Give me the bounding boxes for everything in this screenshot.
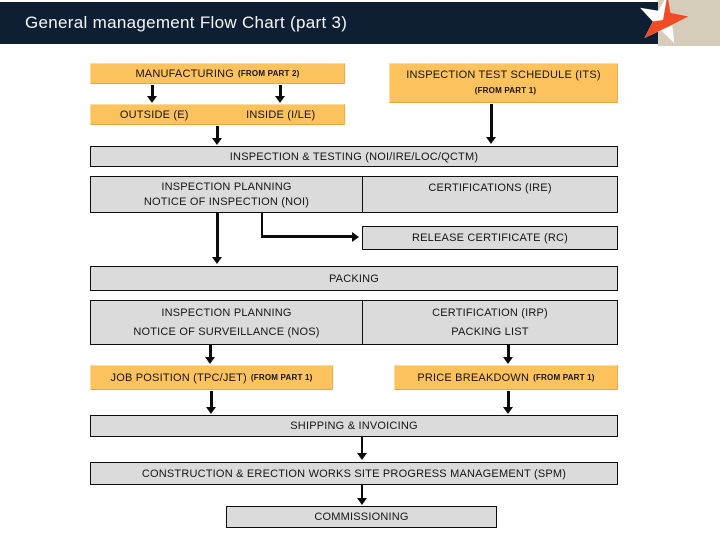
node-line1: CERTIFICATION (IRP) [432,307,548,320]
node-outside-inside: OUTSIDE (E) INSIDE (I/LE) [90,104,345,125]
node-inspection-test-schedule: INSPECTION TEST SCHEDULE (ITS) (FROM PAR… [389,63,618,103]
node-price-breakdown: PRICE BREAKDOWN (FROM PART 1) [394,365,618,390]
node-inspection-planning-nos: INSPECTION PLANNING NOTICE OF SURVEILLAN… [90,300,363,345]
node-label: CONSTRUCTION & ERECTION WORKS SITE PROGR… [141,467,567,480]
star-logo-icon [640,0,689,44]
node-note: (FROM PART 1) [533,372,595,382]
node-inside-label: INSIDE (I/LE) [246,108,316,121]
arrow-its-to-inspection-testing [489,104,493,138]
arrow-planning-nos-to-job-position [208,345,212,358]
arrow-outin-to-inspection-testing [215,126,219,139]
node-certifications-ire: CERTIFICATIONS (IRE) [362,176,618,213]
node-job-position: JOB POSITION (TPC/JET) (FROM PART 1) [90,365,333,390]
node-label: INSPECTION & TESTING (NOI/IRE/LOC/QCTM) [229,150,479,163]
node-label: PACKING [328,272,380,285]
node-release-certificate: RELEASE CERTIFICATE (RC) [362,226,618,250]
arrow-job-position-to-shipping [209,391,213,408]
node-line2: PACKING LIST [451,325,529,338]
node-manufacturing: MANUFACTURING (FROM PART 2) [90,63,345,84]
connector-planning-noi-elbow [261,213,263,238]
node-line2: NOTICE OF INSPECTION (NOI) [143,196,310,209]
node-note: (FROM PART 1) [250,372,313,382]
arrow-shipping-to-construction [361,437,363,454]
arrow-manufacturing-to-outside [150,85,154,97]
node-shipping-invoicing: SHIPPING & INVOICING [90,415,618,437]
node-inspection-planning-noi: INSPECTION PLANNING NOTICE OF INSPECTION… [90,176,363,213]
node-label: CERTIFICATIONS (IRE) [428,182,552,194]
node-inspection-testing: INSPECTION & TESTING (NOI/IRE/LOC/QCTM) [90,146,618,167]
node-label: PRICE BREAKDOWN [417,371,530,384]
arrow-manufacturing-to-inside [278,85,282,97]
arrow-planning-noi-to-packing [215,213,219,258]
node-note: (FROM PART 1) [474,86,537,96]
node-label: COMMISSIONING [314,511,409,523]
node-label: RELEASE CERTIFICATE (RC) [412,232,568,244]
arrow-price-breakdown-to-shipping [506,391,510,408]
arrow-construction-to-commissioning [361,485,363,499]
node-line1: INSPECTION PLANNING [161,307,292,320]
node-label: MANUFACTURING [135,67,234,80]
node-line1: INSPECTION PLANNING [161,180,292,193]
node-note: (FROM PART 2) [237,68,300,78]
node-outside-label: OUTSIDE (E) [119,108,189,121]
node-certification-irp: CERTIFICATION (IRP) PACKING LIST [362,300,618,345]
node-construction-erection: CONSTRUCTION & ERECTION WORKS SITE PROGR… [90,462,618,485]
node-label: SHIPPING & INVOICING [290,420,418,432]
arrow-to-release-certificate [261,235,353,238]
node-packing: PACKING [90,266,618,291]
node-commissioning: COMMISSIONING [226,506,497,528]
header-bar: General management Flow Chart (part 3) [0,2,658,44]
node-line2: NOTICE OF SURVEILLANCE (NOS) [133,325,320,338]
arrow-certification-irp-to-price-breakdown [506,345,510,358]
page-title: General management Flow Chart (part 3) [25,13,348,32]
node-label: JOB POSITION (TPC/JET) [110,371,247,384]
node-label: INSPECTION TEST SCHEDULE (ITS) [406,68,601,81]
